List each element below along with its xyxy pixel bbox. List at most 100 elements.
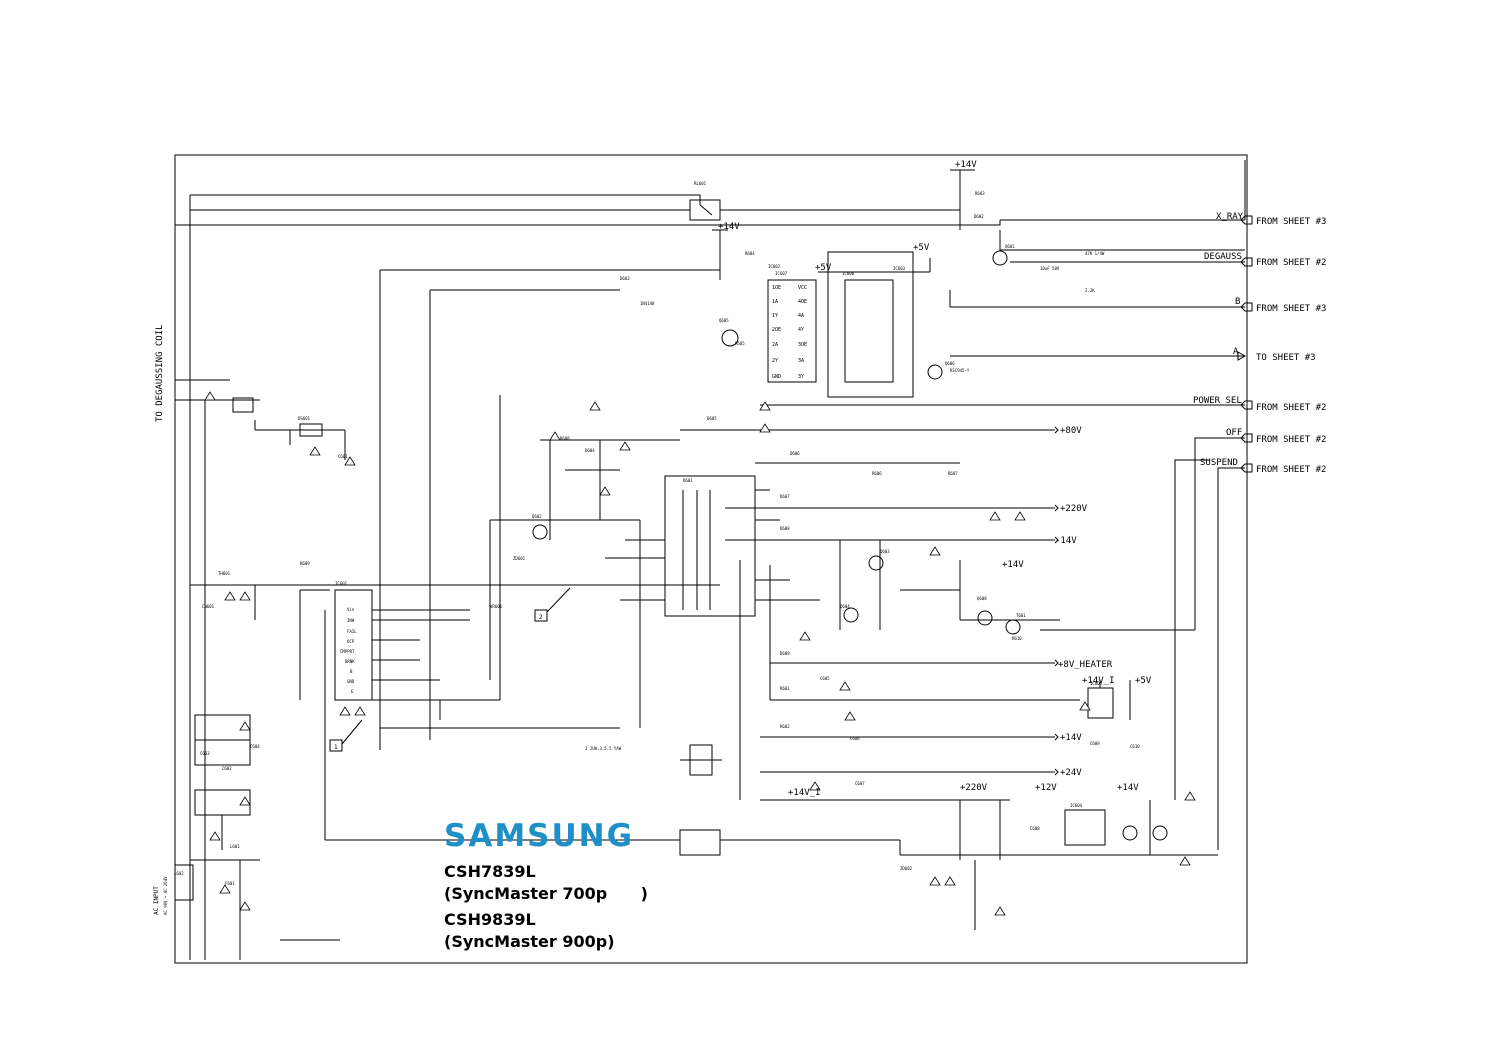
model-line-3: CSH9839L xyxy=(444,910,536,929)
svg-text:B: B xyxy=(350,669,353,674)
ac-rating-label: AC 90V ~ AC 264V xyxy=(163,876,168,915)
rail-24v: +24V xyxy=(1060,768,1082,778)
svg-text:3A: 3A xyxy=(798,358,804,364)
svg-text:FROM SHEET #2: FROM SHEET #2 xyxy=(1256,258,1326,268)
svg-text:FAIL: FAIL xyxy=(347,629,357,634)
svg-text:4Y: 4Y xyxy=(798,327,804,333)
model-line-4: (SyncMaster 900p) xyxy=(444,932,615,951)
rail-14v-mid: +14V xyxy=(1002,560,1024,570)
rail-top-14v: +14V xyxy=(955,160,977,170)
ic-flipflop xyxy=(844,279,894,383)
rail-14v-i-c: +14V_I xyxy=(788,788,821,798)
svg-text:CMPPRT: CMPPRT xyxy=(340,649,355,654)
svg-text:DS601: DS601 xyxy=(298,416,311,421)
port-degauss: DEGAUSS FROM SHEET #2 xyxy=(1204,252,1326,268)
schematic-frame xyxy=(174,154,1248,964)
svg-text:D604: D604 xyxy=(585,448,595,453)
svg-text:4OE: 4OE xyxy=(798,299,807,305)
svg-text:CN601: CN601 xyxy=(202,604,215,609)
svg-text:SUSPEND: SUSPEND xyxy=(1200,458,1238,468)
svg-text:OFF: OFF xyxy=(1226,428,1242,438)
svg-text:C603: C603 xyxy=(200,751,210,756)
svg-text:3OE: 3OE xyxy=(798,342,807,348)
part-labels: RL601 IC607 IC606 Q605 Q606 Q601 Q602 Q6… xyxy=(174,181,1140,886)
svg-text:TO SHEET #3: TO SHEET #3 xyxy=(1256,353,1316,363)
svg-text:1N4148: 1N4148 xyxy=(640,301,655,306)
svg-text:R601: R601 xyxy=(780,686,790,691)
svg-text:Q602: Q602 xyxy=(532,514,542,519)
rail-14v-c: +14V xyxy=(1117,783,1139,793)
svg-text:IC605: IC605 xyxy=(1090,681,1103,686)
svg-text:C610: C610 xyxy=(1130,744,1140,749)
ic-pwm-controller xyxy=(334,589,373,701)
svg-text:IC606: IC606 xyxy=(842,271,855,276)
svg-text:A: A xyxy=(1233,347,1239,357)
svg-text:1Y: 1Y xyxy=(772,313,778,319)
rail-ic-5v: +5V xyxy=(815,263,832,273)
svg-text:1A: 1A xyxy=(772,299,778,305)
svg-text:4A: 4A xyxy=(798,313,804,319)
svg-text:IC602: IC602 xyxy=(768,264,781,269)
svg-text:3Y: 3Y xyxy=(798,374,804,380)
svg-text:VCC: VCC xyxy=(798,285,807,291)
svg-text:FROM SHEET #3: FROM SHEET #3 xyxy=(1256,304,1326,314)
svg-text:IC604: IC604 xyxy=(1070,803,1083,808)
svg-text:GND: GND xyxy=(347,679,355,684)
svg-text:Q608: Q608 xyxy=(977,596,987,601)
svg-text:Q606: Q606 xyxy=(945,361,955,366)
svg-text:B: B xyxy=(1235,297,1240,307)
port-suspend: SUSPEND FROM SHEET #2 xyxy=(1200,458,1326,475)
svg-text:Vin: Vin xyxy=(347,607,355,612)
svg-text:D602: D602 xyxy=(974,214,984,219)
svg-text:D608: D608 xyxy=(780,526,790,531)
svg-text:IC601: IC601 xyxy=(335,581,348,586)
svg-text:FROM SHEET #2: FROM SHEET #2 xyxy=(1256,435,1326,445)
svg-text:TH601: TH601 xyxy=(218,571,231,576)
svg-text:C602: C602 xyxy=(222,766,232,771)
svg-text:ZD602: ZD602 xyxy=(900,866,913,871)
svg-text:BRNK: BRNK xyxy=(345,659,355,664)
svg-text:1OE: 1OE xyxy=(772,285,781,291)
svg-text:D607: D607 xyxy=(780,494,790,499)
svg-text:C606: C606 xyxy=(850,736,860,741)
svg-text:C605: C605 xyxy=(820,676,830,681)
svg-text:D603: D603 xyxy=(620,276,630,281)
svg-text:DEGAUSS: DEGAUSS xyxy=(1204,252,1242,262)
port-power-sel: POWER_SEL FROM SHEET #2 xyxy=(1193,396,1326,413)
svg-text:FROM SHEET #2: FROM SHEET #2 xyxy=(1256,403,1326,413)
svg-text:1 2UH,3.5.5 YAW: 1 2UH,3.5.5 YAW xyxy=(585,746,622,751)
svg-text:R604: R604 xyxy=(745,251,755,256)
svg-text:E: E xyxy=(351,689,354,694)
svg-text:C609: C609 xyxy=(1090,741,1100,746)
svg-text:R603: R603 xyxy=(975,191,985,196)
svg-text:Q601: Q601 xyxy=(1005,244,1015,249)
svg-text:C608: C608 xyxy=(1030,826,1040,831)
ic-74hc125 xyxy=(767,279,817,383)
svg-text:C601: C601 xyxy=(338,454,348,459)
svg-text:Q605: Q605 xyxy=(719,318,729,323)
svg-text:2.2K: 2.2K xyxy=(1085,288,1095,293)
port-x-ray: X_RAY FROM SHEET #3 xyxy=(1216,212,1326,227)
rail-14v-out: +14V xyxy=(1060,733,1082,743)
rail-14v-i: +14V_I xyxy=(1082,676,1115,686)
ic1-pins: 1OE 1A 1Y 2OE 2A 2Y GND VCC 4OE 4A 4Y 3O… xyxy=(772,285,807,380)
rail-220v-b: +220V xyxy=(960,783,988,793)
port-off: OFF FROM SHEET #2 xyxy=(1226,428,1326,445)
brand-logo: SAMSUNG xyxy=(444,818,635,854)
ref-box-1: 1 xyxy=(329,719,363,752)
rail-220v: +220V xyxy=(1060,504,1088,514)
rail-8v-heater: +8V_HEATER xyxy=(1058,660,1113,670)
svg-text:FROM SHEET #2: FROM SHEET #2 xyxy=(1256,465,1326,475)
port-a: A TO SHEET #3 xyxy=(1233,347,1316,363)
svg-text:KSC945-Y: KSC945-Y xyxy=(950,368,970,373)
svg-text:C607: C607 xyxy=(855,781,865,786)
rail-80v: +80V xyxy=(1060,426,1082,436)
transformer-t601 xyxy=(664,475,756,617)
svg-text:C604: C604 xyxy=(250,744,260,749)
svg-text:1: 1 xyxy=(334,744,338,751)
rail-minus-14v: -14V xyxy=(1055,536,1077,546)
svg-text:L602: L602 xyxy=(174,871,184,876)
model-line-1: CSH7839L xyxy=(444,862,536,881)
degaussing-coil-label: TO DEGAUSSING COIL xyxy=(155,324,165,422)
